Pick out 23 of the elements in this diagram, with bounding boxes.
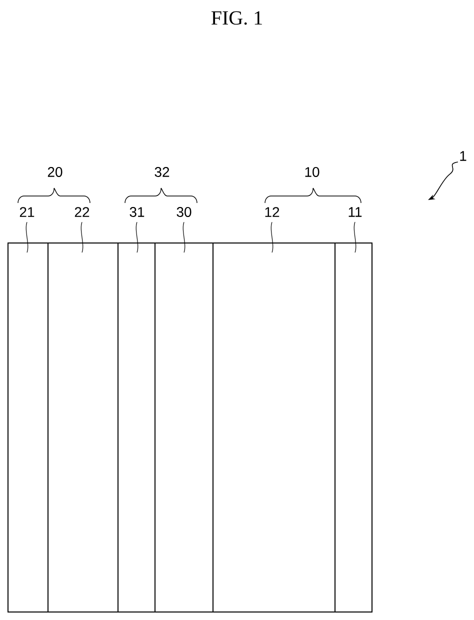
reference-numeral: 11 (348, 207, 362, 217)
layer (154, 242, 214, 612)
reference-numeral: 21 (20, 207, 34, 217)
leader-line (80, 222, 84, 253)
leader-line (182, 222, 186, 253)
reference-numeral: 1 (460, 151, 466, 161)
leader-line (270, 222, 274, 253)
reference-numeral: 12 (265, 207, 280, 217)
leader-line (26, 222, 28, 253)
group-numeral: 20 (48, 167, 62, 177)
leader-line (136, 222, 138, 253)
layer (8, 242, 48, 612)
reference-numeral: 30 (176, 207, 192, 217)
figure-title: FIG. 1 (211, 11, 262, 25)
reference-numeral: 31 (130, 207, 144, 217)
layer (334, 242, 372, 612)
layer (48, 242, 118, 612)
group-numeral: 32 (154, 167, 170, 177)
reference-numeral: 22 (74, 207, 90, 217)
layer (118, 242, 156, 612)
layer (212, 242, 336, 612)
group-numeral: 10 (305, 167, 320, 177)
leader-line (354, 222, 356, 253)
